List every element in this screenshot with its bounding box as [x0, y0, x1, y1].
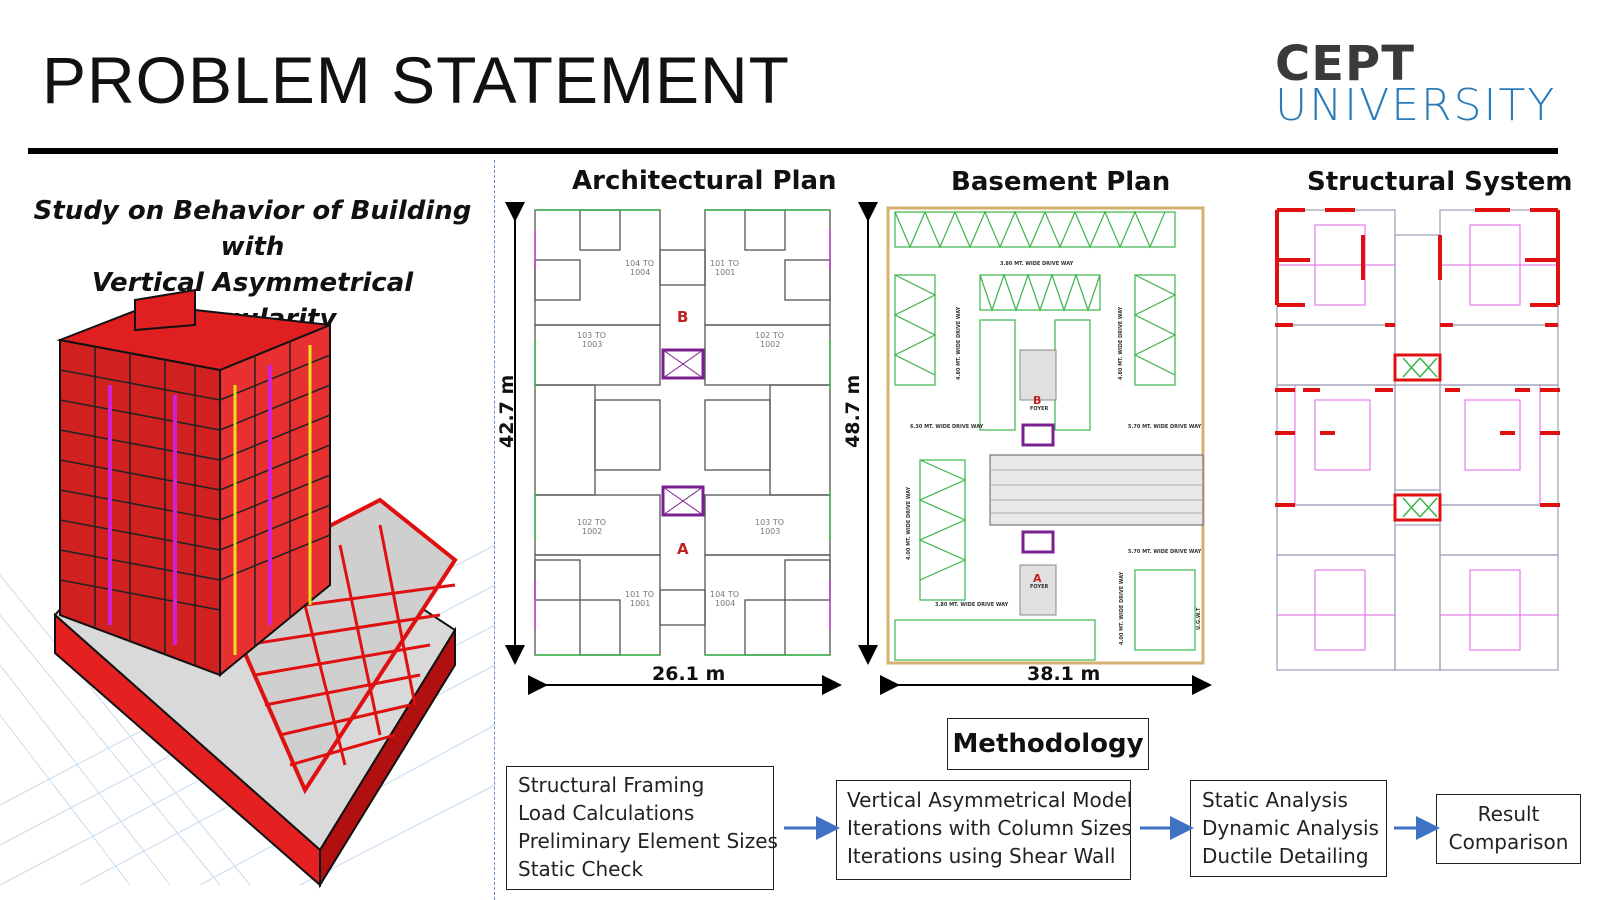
drive-way-note: 6.30 MT. WIDE DRIVE WAY: [910, 424, 984, 430]
ugwt-note: U.G.W.T: [1196, 607, 1202, 630]
basement-core-a-label: A: [1033, 572, 1042, 585]
architectural-plan-title: Architectural Plan: [572, 166, 837, 196]
architectural-plan-drawing: B A 104 TO 1004 101 TO 1001 103 TO 1003 …: [505, 202, 842, 695]
step2-line: Iterations using Shear Wall: [847, 844, 1116, 868]
drive-way-note: 4.80 MT. WIDE DRIVE WAY: [956, 306, 962, 380]
step1-line: Load Calculations: [518, 801, 695, 825]
drive-way-note: 3.80 MT. WIDE DRIVE WAY: [935, 602, 1009, 608]
methodology-step-2: Vertical Asymmetrical Model Iterations w…: [836, 780, 1133, 880]
basement-width-dimension: 38.1 m: [1027, 663, 1101, 685]
basement-core-b-label: B: [1033, 394, 1041, 407]
basement-plan-title: Basement Plan: [951, 167, 1171, 197]
section-divider: [494, 160, 495, 900]
step4-line: Comparison: [1448, 830, 1569, 854]
drive-way-note: 4.00 MT. WIDE DRIVE WAY: [906, 486, 912, 560]
drive-way-note: 3.80 MT. WIDE DRIVE WAY: [1000, 261, 1074, 267]
foyer-label: FOYER: [1030, 406, 1049, 412]
arch-unit-label: 1002: [582, 527, 602, 536]
arch-unit-label: 104 TO: [625, 259, 654, 268]
drive-way-note: 4.80 MT. WIDE DRIVE WAY: [1118, 306, 1124, 380]
step1-line: Preliminary Element Sizes: [518, 829, 778, 853]
arch-core-a-label: A: [677, 540, 689, 558]
structural-system-drawing: [1275, 208, 1560, 671]
building-3d-model-image: [0, 288, 496, 889]
arch-unit-label: 1004: [715, 599, 735, 608]
arch-unit-label: 1002: [760, 340, 780, 349]
header-rule: [28, 148, 1558, 154]
arch-unit-label: 1004: [630, 268, 650, 277]
methodology-step-4: Result Comparison: [1436, 794, 1581, 864]
methodology-step-1: Structural Framing Load Calculations Pre…: [506, 766, 778, 890]
step1-line: Structural Framing: [518, 773, 705, 797]
step3-line: Ductile Detailing: [1202, 844, 1369, 868]
drive-way-note: 4.00 MT. WIDE DRIVE WAY: [1119, 571, 1125, 645]
step2-line: Iterations with Column Sizes: [847, 816, 1132, 840]
cept-logo-bottom: UNIVERSITY: [1275, 80, 1557, 131]
step3-line: Static Analysis: [1202, 788, 1348, 812]
arch-unit-label: 1003: [582, 340, 602, 349]
methodology-title: Methodology: [947, 718, 1149, 770]
structural-system-title: Structural System: [1307, 167, 1573, 197]
arch-unit-label: 103 TO: [577, 331, 606, 340]
drive-way-note: 5.70 MT. WIDE DRIVE WAY: [1128, 549, 1202, 555]
foyer-label: FOYER: [1030, 584, 1049, 590]
arch-unit-label: 1003: [760, 527, 780, 536]
study-title: Study on Behavior of Building with Verti…: [30, 193, 475, 337]
step3-line: Dynamic Analysis: [1202, 816, 1379, 840]
arch-unit-label: 104 TO: [710, 590, 739, 599]
arch-unit-label: 1001: [715, 268, 735, 277]
step2-line: Vertical Asymmetrical Model: [847, 788, 1133, 812]
step1-line: Static Check: [518, 857, 644, 881]
arch-width-dimension: 26.1 m: [652, 663, 726, 685]
arch-unit-label: 101 TO: [710, 259, 739, 268]
arch-unit-label: 102 TO: [577, 518, 606, 527]
arch-unit-label: 102 TO: [755, 331, 784, 340]
arch-unit-label: 101 TO: [625, 590, 654, 599]
page-title: PROBLEM STATEMENT: [42, 43, 790, 117]
methodology-step-3: Static Analysis Dynamic Analysis Ductile…: [1190, 780, 1387, 877]
step4-line: Result: [1477, 802, 1540, 826]
arch-core-b-label: B: [677, 308, 688, 326]
arch-unit-label: 1001: [630, 599, 650, 608]
arch-unit-label: 103 TO: [755, 518, 784, 527]
cept-logo-top: CEPT: [1275, 36, 1415, 92]
drive-way-note: 5.70 MT. WIDE DRIVE WAY: [1128, 424, 1202, 430]
basement-plan-drawing: B A 3.80 MT. WIDE DRIVE WAY 4.80 MT. WID…: [858, 202, 1212, 695]
study-title-line1: Study on Behavior of Building with: [33, 196, 472, 262]
